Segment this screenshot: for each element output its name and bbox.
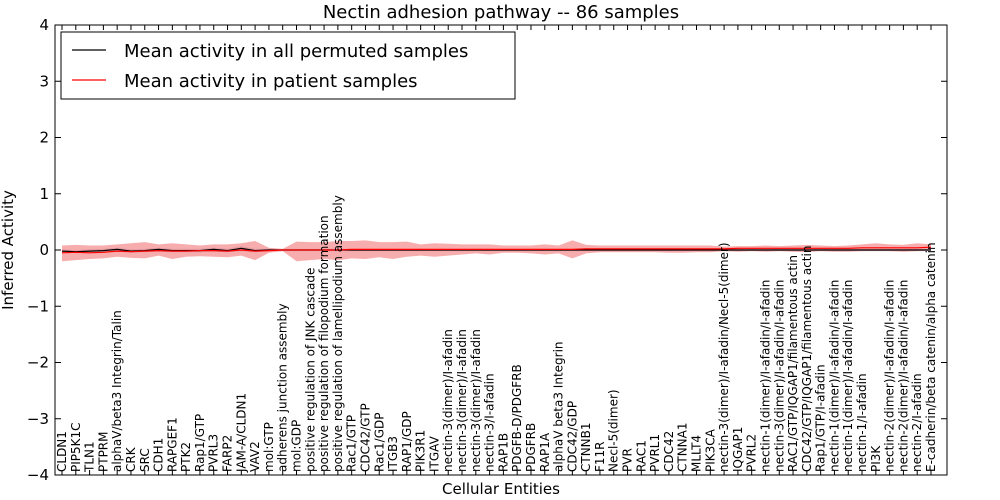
x-tick-label: Rap1/GTP/I-afadin (814, 364, 828, 472)
x-tick-label: ITGB3 (386, 436, 400, 472)
x-tick-label: positive regulation of filopodium format… (317, 215, 331, 472)
x-tick-label: CDH1 (152, 438, 166, 472)
x-tick-label: CTNNA1 (676, 422, 690, 472)
x-tick-label: F11R (593, 441, 607, 472)
x-tick-label: RAC1/GTP/IQGAP1/filamentous actin (786, 255, 800, 472)
y-tick-label: 4 (39, 16, 49, 34)
x-tick-label: nectin-1(dimer)/I-afadin/I-afadin (759, 280, 773, 472)
x-tick-label: nectin-3(dimer)/I-afadin/I-afadin (772, 280, 786, 472)
x-tick-label: CLDN1 (55, 431, 69, 472)
y-tick-label: 1 (39, 185, 49, 203)
x-tick-label: alphaV beta3 Integrin (552, 341, 566, 472)
x-tick-label: VAV2 (248, 441, 262, 472)
x-tick-label: PIP5K1C (69, 422, 83, 472)
x-tick-label: nectin-1/I-afadin (855, 373, 869, 472)
y-axis-label: Inferred Activity (0, 190, 17, 310)
x-tick-label: positive regulation of JNK cascade (303, 268, 317, 472)
x-tick-label: RAP1A (538, 432, 552, 472)
x-tick-label: PDGFRB (524, 423, 538, 472)
x-tick-label: CDC42/GTP/IQGAP1/filamentous actin (800, 246, 814, 472)
x-tick-label: RAC1 (634, 440, 648, 472)
y-tick-label: −1 (27, 297, 49, 315)
x-tick-label: mol:GDP (290, 420, 304, 472)
x-tick-label: mol:GTP (262, 422, 276, 472)
x-tick-label: PDGFB-D/PDGFRB (510, 364, 524, 472)
x-tick-label: CDC42/GDP (565, 401, 579, 472)
y-axis-ticks: −4 −3 −2 −1 0 1 2 3 4 (27, 16, 947, 484)
x-tick-label: adherens junction assembly (276, 303, 290, 472)
x-tick-label: CRK (124, 446, 138, 472)
x-tick-label: CDC42 (662, 431, 676, 472)
y-tick-label: 0 (39, 241, 49, 259)
x-tick-label: PVRL3 (207, 434, 221, 472)
x-tick-label: nectin-3(dimer)/I-afadin (441, 329, 455, 472)
plot-frame (54, 24, 948, 476)
x-tick-label: PVRL2 (745, 434, 759, 472)
x-tick-label: nectin-2(dimer)/I-afadin/I-afadin (896, 280, 910, 472)
x-tick-label: IQGAP1 (731, 427, 745, 472)
x-tick-label: SRC (138, 448, 152, 472)
legend-box (60, 31, 516, 100)
x-tick-label: nectin-2/I-afadin (910, 373, 924, 472)
x-tick-label: PTPRM (96, 432, 110, 473)
legend-label-patient: Mean activity in patient samples (124, 71, 418, 92)
chart-title: Nectin adhesion pathway -- 86 samples (323, 2, 679, 23)
x-tick-label: CTNNB1 (579, 422, 593, 472)
x-tick-label: nectin-3/I-afadin (483, 373, 497, 472)
x-tick-label: TLN1 (83, 441, 97, 473)
y-tick-label: −4 (27, 466, 49, 484)
x-tick-label: nectin-1(dimer)/I-afadin/I-afadin (841, 280, 855, 472)
x-tick-label: RAP1/GDP (400, 411, 414, 472)
x-tick-label: nectin-3(dimer)/I-afadin (455, 329, 469, 472)
x-tick-label: E-cadherin/beta catenin/alpha catenin (924, 242, 938, 472)
x-tick-label: PVR (621, 448, 635, 472)
y-tick-label: 3 (39, 72, 49, 90)
x-tick-label: nectin-2(dimer)/I-afadin/I-afadin (883, 280, 897, 472)
x-tick-label: nectin-1(dimer)/I-afadin/I-afadin (827, 280, 841, 472)
x-tick-label: Rap1/GTP (193, 414, 207, 472)
x-axis-label: Cellular Entities (442, 480, 560, 498)
patient-line (61, 246, 932, 254)
x-tick-label: RAP1B (496, 433, 510, 472)
x-tick-label: positive regulation of lamellipodium ass… (331, 195, 345, 472)
x-tick-label: alphaV/beta3 Integrin/Talin (110, 310, 124, 472)
x-tick-label: FARP2 (221, 435, 235, 472)
x-tick-label: PVRL1 (648, 434, 662, 472)
x-tick-label: nectin-3(dimer)/I-afadin (469, 329, 483, 472)
x-tick-label: PTK2 (179, 442, 193, 472)
x-tick-label: Rac1/GDP (372, 413, 386, 472)
x-tick-label: CDC42/GTP (359, 403, 373, 472)
legend: Mean activity in all permuted samples Me… (60, 31, 516, 100)
patient-band (62, 240, 931, 262)
x-tick-label: Rac1/GTP (345, 415, 359, 472)
y-tick-label: 2 (39, 129, 49, 147)
y-tick-label: −2 (27, 354, 49, 372)
x-tick-label: RAPGEF1 (165, 417, 179, 472)
x-tick-label: PI3K (869, 445, 883, 472)
x-tick-label: PIK3CA (703, 428, 717, 472)
x-tick-label: PIK3R1 (414, 430, 428, 472)
legend-label-permuted: Mean activity in all permuted samples (124, 41, 468, 62)
y-tick-label: −3 (27, 410, 49, 428)
x-tick-label: Necl-5(dimer) (607, 389, 621, 472)
x-tick-label: nectin-3(dimer)/I-afadin/Necl-5(dimer) (717, 242, 731, 472)
x-tick-label: JAM-A/CLDN1 (234, 393, 248, 473)
x-tick-label: ITGAV (427, 435, 441, 472)
plot-area (61, 240, 932, 262)
x-tick-label: MLLT4 (690, 435, 704, 472)
